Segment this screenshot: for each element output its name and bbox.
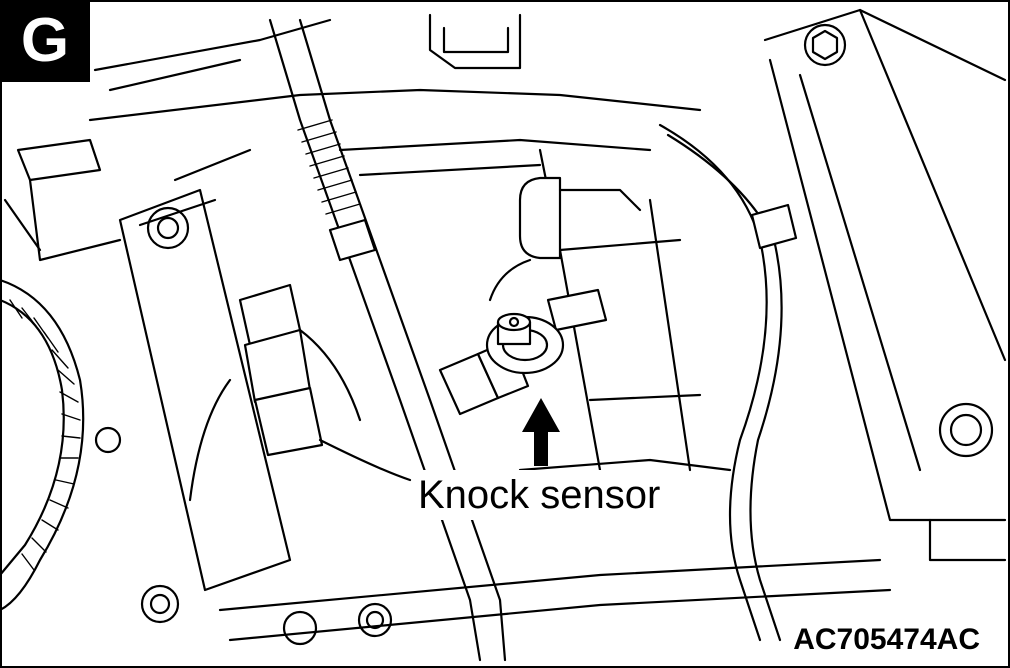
upper-housing: [88, 13, 702, 177]
harness-connectors: [188, 283, 412, 502]
knock-sensor: [438, 312, 565, 416]
fittings: [488, 176, 642, 332]
knock-sensor-label: Knock sensor: [412, 470, 667, 520]
up-arrow-icon: [522, 398, 560, 466]
view-letter-badge: G: [0, 0, 90, 82]
right-hose: [658, 123, 798, 642]
diagonal-pipe: [268, 18, 507, 662]
right-frame-rail: [763, 8, 1007, 562]
figure-code: AC705474AC: [789, 622, 984, 658]
left-bracket: [3, 138, 292, 592]
flywheel: [0, 278, 180, 624]
